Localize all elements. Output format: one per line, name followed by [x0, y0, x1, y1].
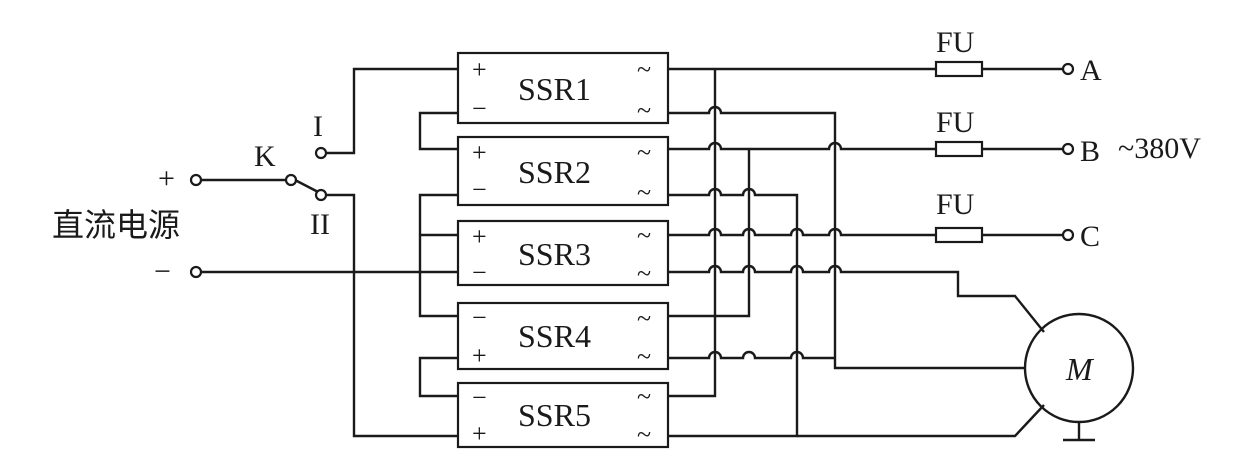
phase-b-label: B [1080, 135, 1100, 168]
switch-pos2-label: II [310, 208, 330, 241]
ssr5-ac-bottom: ~ [637, 420, 651, 449]
fuse-c [934, 226, 984, 244]
dc-minus-terminal [189, 265, 203, 279]
wire-ssr1-output [668, 105, 1025, 370]
ssr1-ac-bottom: ~ [637, 96, 651, 125]
wire-contact2-to-ssr5-plus [326, 193, 458, 438]
terminal-a [1061, 62, 1075, 76]
ssr2-ac-top: ~ [637, 138, 651, 167]
ssr5: − + SSR5 ~ ~ [456, 381, 670, 449]
wire-ssr2-minus-ssr3-plus-ssr4-minus [418, 193, 458, 318]
ssr2: + − SSR2 ~ ~ [456, 135, 670, 207]
fuse-a [934, 60, 984, 78]
ssr5-label: SSR5 [518, 397, 591, 433]
ssr3-minus-sign: − [472, 258, 487, 287]
ssr1-minus-sign: − [472, 94, 487, 123]
ssr5-minus-sign: − [472, 383, 487, 412]
wire-vertical-from-b [668, 149, 751, 318]
fuse-b [934, 140, 984, 158]
fuse-b-label: FU [936, 106, 975, 139]
wire-vertical-from-a [668, 69, 717, 398]
wire-phase-b [668, 141, 1064, 151]
wire-ssr3-output [668, 264, 1045, 333]
dc-plus-terminal [189, 173, 203, 187]
fuse-a-label: FU [936, 26, 975, 59]
ssr2-minus-sign: − [472, 175, 487, 204]
wire-contact1-to-ssr1-plus [326, 67, 458, 155]
ssr5-ac-top: ~ [637, 382, 651, 411]
terminal-c [1061, 228, 1075, 242]
switch-contact-1 [314, 146, 328, 160]
ssr3: + − SSR3 ~ ~ [456, 219, 670, 288]
voltage-label: ~380V [1118, 132, 1201, 165]
phase-c-label: C [1080, 220, 1100, 253]
ssr4-minus-sign: − [472, 303, 487, 332]
ssr3-plus-sign: + [472, 222, 487, 251]
switch-pivot [284, 173, 298, 187]
switch-pos1-label: I [313, 110, 323, 143]
ssr3-ac-top: ~ [637, 221, 651, 250]
switch-label: K [254, 140, 276, 173]
phase-a-label: A [1080, 54, 1102, 87]
dc-source-label: 直流电源 [52, 206, 180, 244]
terminal-b [1061, 142, 1075, 156]
ssr1-ac-top: ~ [637, 55, 651, 84]
ssr1-plus-sign: + [472, 55, 487, 84]
ssr2-plus-sign: + [472, 138, 487, 167]
ssr4: − + SSR4 ~ ~ [456, 301, 670, 371]
ssr4-label: SSR4 [518, 318, 591, 354]
ssr2-label: SSR2 [518, 154, 591, 190]
ground-symbol [1063, 422, 1095, 442]
ssr5-plus-sign: + [472, 419, 487, 448]
ssr4-plus-sign: + [472, 341, 487, 370]
fuse-c-label: FU [936, 188, 975, 221]
ssr2-ac-bottom: ~ [637, 178, 651, 207]
ssr3-ac-bottom: ~ [637, 259, 651, 288]
ssr4-ac-bottom: ~ [637, 342, 651, 371]
wire-phase-c [668, 227, 1064, 237]
switch-contact-2 [314, 188, 328, 202]
wire-ssr2-output [668, 187, 799, 438]
ssr1-label: SSR1 [518, 71, 591, 107]
wire-motor-bottom-lead [797, 404, 1045, 438]
wire-ssr4-output [668, 350, 835, 360]
motor-label: M [1065, 351, 1095, 387]
dc-minus-sign: − [154, 255, 171, 288]
ssr4-ac-top: ~ [637, 304, 651, 333]
dc-plus-sign: + [158, 162, 175, 195]
ssr3-label: SSR3 [518, 236, 591, 272]
wire-ssr4-plus-to-ssr5-minus [418, 356, 458, 398]
ssr1: + − SSR1 ~ ~ [456, 51, 670, 125]
wire-ssr1-minus-to-ssr2-plus [418, 111, 458, 151]
